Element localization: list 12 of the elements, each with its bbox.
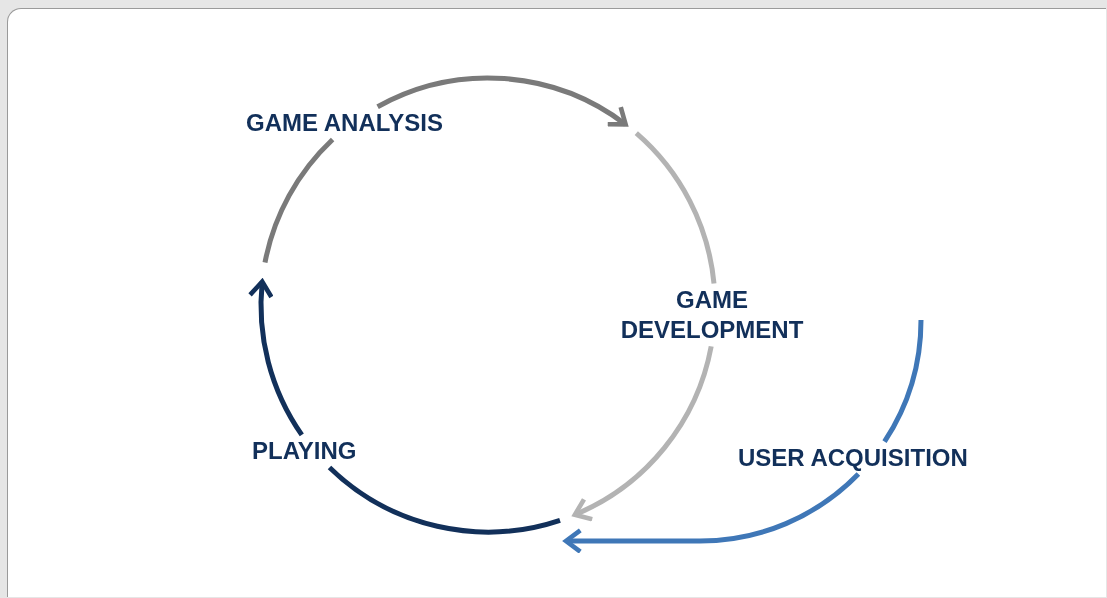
stage-label: GAME DEVELOPMENT — [604, 285, 820, 345]
curved-arrow — [248, 279, 304, 437]
curved-line — [262, 137, 335, 264]
curved-line — [327, 465, 561, 535]
stage-label: PLAYING — [252, 436, 357, 466]
stage-label: USER ACQUISITION — [738, 443, 968, 473]
curved-arrow — [376, 75, 628, 128]
curved-arrow — [563, 472, 861, 555]
curved-arrow — [572, 345, 714, 521]
curved-line — [634, 131, 717, 284]
stage-label: GAME ANALYSIS — [246, 108, 443, 138]
curved-line — [882, 319, 924, 443]
